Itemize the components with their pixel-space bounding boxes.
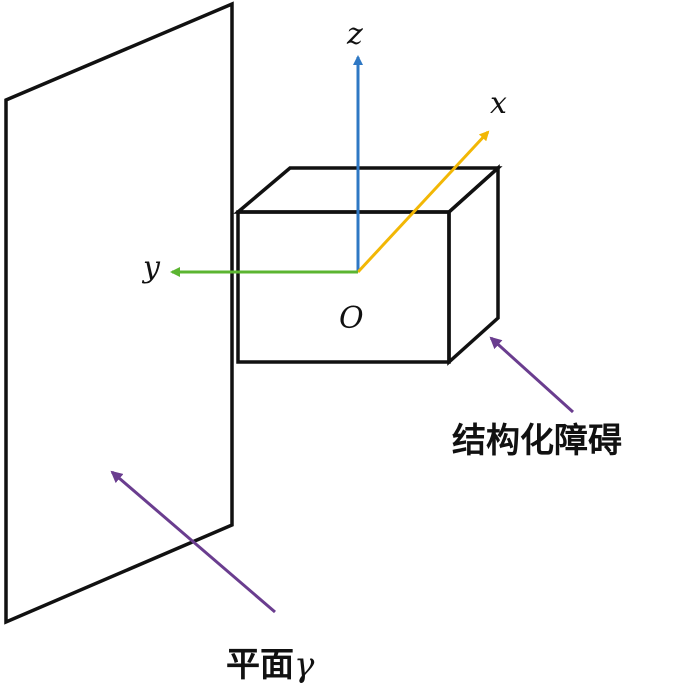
obstacle-label: 结构化障碍 <box>452 421 622 461</box>
plane-label: 平面γ <box>226 645 315 685</box>
box-top-face <box>233 166 503 214</box>
x-axis-label: x <box>490 86 507 121</box>
box-side-face <box>447 164 500 366</box>
plane-gamma <box>4 1 234 625</box>
plane-label-symbol: γ <box>294 645 315 685</box>
x-axis <box>356 130 490 274</box>
origin-label: O <box>339 301 364 336</box>
y-axis-label: y <box>141 250 161 285</box>
structured-obstacle-box <box>233 164 503 366</box>
plane-label-prefix: 平面 <box>226 645 294 685</box>
box-front-face <box>236 210 451 364</box>
plane-pointer-arrow <box>110 470 276 614</box>
obstacle-pointer-arrow <box>489 336 575 414</box>
z-axis-label: z <box>346 17 363 52</box>
